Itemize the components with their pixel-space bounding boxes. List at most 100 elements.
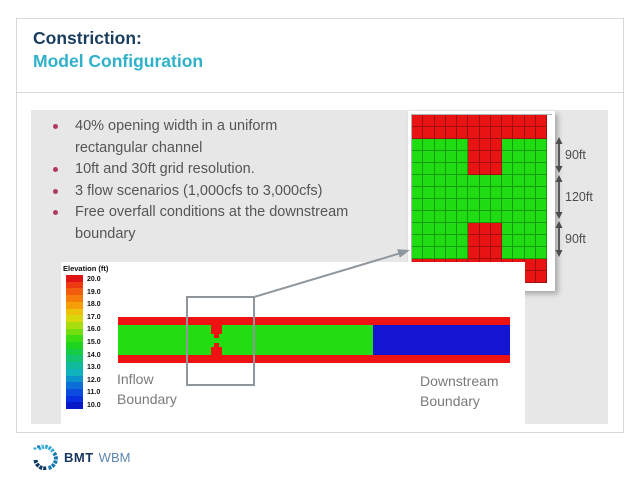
bullet-item: 10ft and 30ft grid resolution. xyxy=(46,159,418,181)
grid-cell-green xyxy=(513,175,525,187)
grid-cell-green xyxy=(468,187,480,199)
grid-cell-green xyxy=(535,163,547,175)
grid-cell-green xyxy=(524,223,536,235)
grid-cell-green xyxy=(502,151,514,163)
grid-cell-green xyxy=(513,199,525,211)
grid-cell-green xyxy=(513,235,525,247)
grid-cell-green xyxy=(412,235,424,247)
grid-cell-green xyxy=(457,163,469,175)
grid-cell-red xyxy=(490,127,502,139)
grid-cell-green xyxy=(524,211,536,223)
grid-cell-green xyxy=(457,223,469,235)
title-divider xyxy=(16,92,624,93)
bullet-text: 3 flow scenarios (1,000cfs to 3,000cfs) xyxy=(75,182,323,199)
grid-cell-green xyxy=(490,175,502,187)
grid-figure-panel xyxy=(408,111,555,291)
channel-bank-bottom xyxy=(118,355,510,363)
grid-cell-red xyxy=(524,115,536,127)
bullet-dot xyxy=(53,210,58,215)
grid-cell-green xyxy=(524,139,536,151)
grid-cell-red xyxy=(502,127,514,139)
grid-cell-red xyxy=(412,115,424,127)
grid-cell-red xyxy=(434,127,446,139)
grid-cell-green xyxy=(445,223,457,235)
colorbar-segment xyxy=(66,315,83,322)
grid-cell-green xyxy=(502,235,514,247)
grid-cell-green xyxy=(457,187,469,199)
grid-cell-green xyxy=(502,247,514,259)
colorbar-segment xyxy=(66,308,83,316)
grid-cell-red xyxy=(445,115,457,127)
grid-cell-green xyxy=(445,199,457,211)
grid-cell-green xyxy=(445,139,457,151)
downstream-boundary-label: Downstream Boundary xyxy=(420,373,499,409)
grid-cell-green xyxy=(490,199,502,211)
grid-cell-green xyxy=(445,235,457,247)
grid-cell-green xyxy=(479,211,491,223)
grid-cell-red xyxy=(513,127,525,139)
grid-cell-red xyxy=(423,115,435,127)
grid-cell-green xyxy=(457,175,469,187)
grid-cell-red xyxy=(524,271,536,283)
grid-cell-green xyxy=(412,211,424,223)
colorbar-segment xyxy=(66,395,83,403)
grid-cell-red xyxy=(490,151,502,163)
grid-cell-red xyxy=(479,139,491,151)
grid-cell-green xyxy=(423,235,435,247)
grid-cell-green xyxy=(468,211,480,223)
colorbar-segment xyxy=(66,348,83,356)
colorbar-segment xyxy=(66,295,83,302)
channel-bank-top xyxy=(118,317,510,325)
bullet-item: Free overfall conditions at the downstre… xyxy=(46,202,418,245)
grid-cell-green xyxy=(445,187,457,199)
grid-cell-green xyxy=(502,199,514,211)
grid-cell-red xyxy=(423,127,435,139)
slide-title: Constriction: Model Configuration xyxy=(33,27,203,73)
model-grid-mesh xyxy=(411,114,552,283)
grid-cell-red xyxy=(457,127,469,139)
grid-cell-red xyxy=(479,223,491,235)
colorbar-segment xyxy=(66,402,83,410)
grid-cell-red xyxy=(524,127,536,139)
grid-cell-red xyxy=(479,247,491,259)
grid-cell-green xyxy=(434,211,446,223)
grid-cell-green xyxy=(535,223,547,235)
grid-cell-green xyxy=(490,187,502,199)
colorbar-segment xyxy=(66,301,83,309)
grid-cell-red xyxy=(468,235,480,247)
colorbar-segment xyxy=(66,342,83,349)
grid-cell-green xyxy=(513,151,525,163)
bullet-item: 3 flow scenarios (1,000cfs to 3,000cfs) xyxy=(46,181,418,203)
legend-tick-label: 15.0 xyxy=(87,338,101,346)
bmt-logo-icon xyxy=(33,444,58,470)
grid-cell-green xyxy=(445,163,457,175)
grid-cell-red xyxy=(490,163,502,175)
grid-cell-green xyxy=(524,187,536,199)
grid-cell-green xyxy=(412,199,424,211)
grid-cell-red xyxy=(479,127,491,139)
grid-cell-green xyxy=(490,211,502,223)
grid-cell-green xyxy=(412,175,424,187)
grid-cell-red xyxy=(490,223,502,235)
colorbar-segment xyxy=(66,321,83,329)
grid-cell-green xyxy=(445,151,457,163)
grid-cell-red xyxy=(535,127,547,139)
grid-cell-green xyxy=(412,187,424,199)
grid-cell-green xyxy=(535,199,547,211)
grid-cell-red xyxy=(479,235,491,247)
legend-tick-label: 19.0 xyxy=(87,288,101,296)
bullet-dot xyxy=(53,167,58,172)
legend-tick-label: 20.0 xyxy=(87,276,101,283)
logo-text-primary: BMT xyxy=(64,449,94,465)
grid-cell-red xyxy=(479,115,491,127)
grid-cell-red xyxy=(468,223,480,235)
grid-cell-green xyxy=(434,175,446,187)
grid-cell-red xyxy=(445,127,457,139)
colorbar-segment xyxy=(66,388,83,396)
grid-cell-red xyxy=(535,259,547,271)
colorbar-segment xyxy=(66,328,83,336)
bullet-dot xyxy=(53,188,58,194)
dim-label-middle: 120ft xyxy=(565,190,593,204)
constriction-notch-top-stem xyxy=(214,334,219,338)
grid-cell-green xyxy=(502,139,514,151)
